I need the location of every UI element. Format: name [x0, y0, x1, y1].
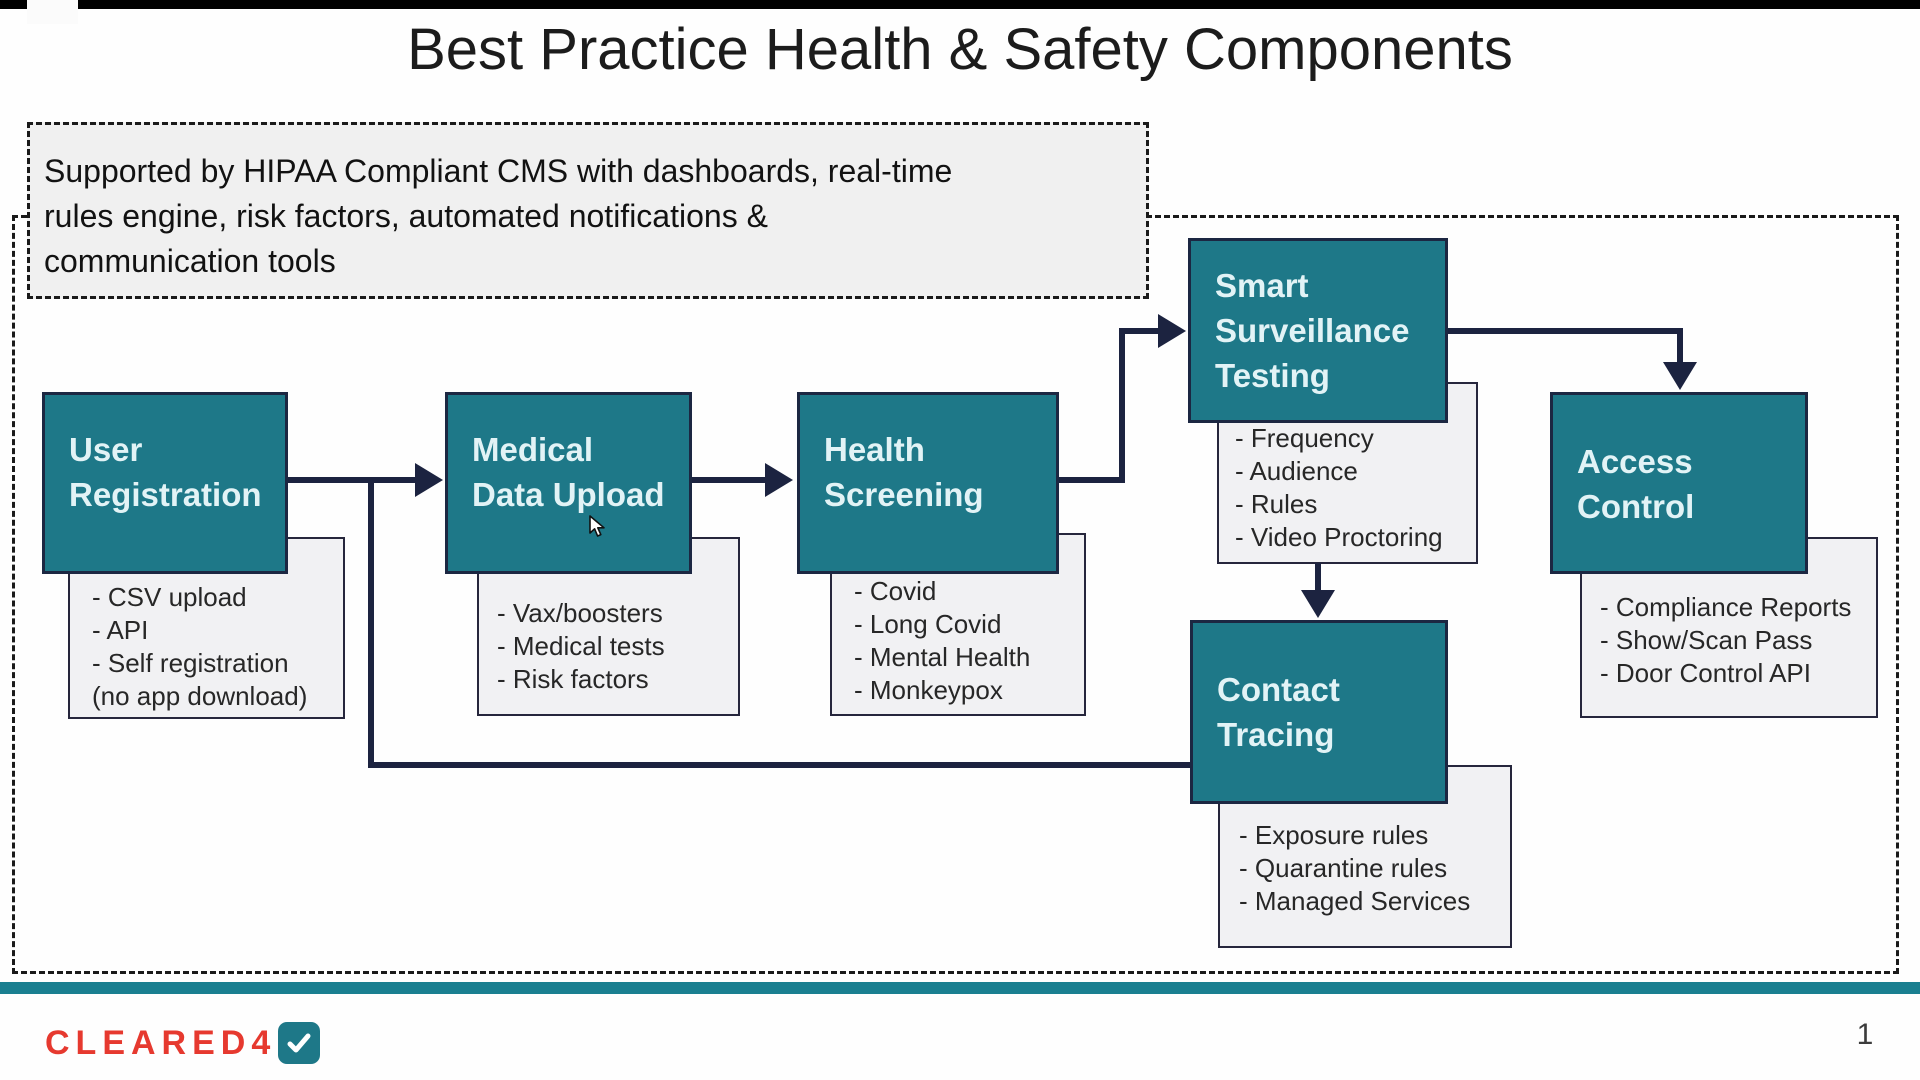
detail-item: - Door Control API: [1600, 658, 1811, 688]
detail-item: - Vax/boosters: [497, 598, 663, 628]
detail-item: - Medical tests: [497, 631, 665, 661]
access-control-node: Access Control: [1550, 392, 1808, 574]
detail-item: - API: [92, 615, 149, 645]
detail-item: - Rules: [1235, 489, 1318, 519]
detail-item: - Audience: [1235, 456, 1358, 486]
node-label: Medical Data Upload: [472, 431, 665, 513]
node-label: Access Control: [1577, 443, 1695, 525]
top-black-bar: [0, 0, 1920, 9]
detail-item: - Monkeypox: [854, 675, 1003, 705]
detail-item: - Quarantine rules: [1239, 853, 1448, 883]
detail-item: - Covid: [854, 576, 937, 606]
node-label: Contact Tracing: [1217, 671, 1340, 753]
health-screening-node: Health Screening: [797, 392, 1059, 574]
smart-surveillance-testing-node: Smart Surveillance Testing: [1188, 238, 1448, 423]
detail-item: - Managed Services: [1239, 886, 1471, 916]
detail-item: - Video Proctoring: [1235, 522, 1443, 552]
page-number: 1: [1856, 1018, 1874, 1051]
footer-teal-divider: [0, 982, 1920, 994]
detail-item: - Exposure rules: [1239, 820, 1429, 850]
detail-item: - Frequency: [1235, 423, 1374, 453]
note-line: communication tools: [44, 243, 336, 279]
detail-item: (no app download): [92, 681, 308, 711]
user-registration-node: User Registration: [42, 392, 288, 574]
detail-item: - Risk factors: [497, 664, 649, 694]
detail-item: - Long Covid: [854, 609, 1002, 639]
note-line: Supported by HIPAA Compliant CMS with da…: [44, 153, 953, 189]
detail-item: - Compliance Reports: [1600, 592, 1852, 622]
detail-item: - Show/Scan Pass: [1600, 625, 1813, 655]
top-bar-notch: [27, 0, 78, 24]
cms-support-note-lines: Supported by HIPAA Compliant CMS with da…: [44, 149, 1146, 284]
check-icon: [278, 1022, 321, 1064]
cms-support-note: Supported by HIPAA Compliant CMS with da…: [27, 122, 1149, 299]
contact-tracing-node: Contact Tracing: [1190, 620, 1448, 804]
node-label: Smart Surveillance Testing: [1215, 267, 1410, 394]
slide-title: Best Practice Health & Safety Components: [407, 17, 1513, 82]
note-line: rules engine, risk factors, automated no…: [44, 198, 768, 234]
cleared4-logo-text: CLEARED4: [45, 1023, 277, 1062]
detail-item: - Self registration: [92, 648, 289, 678]
detail-item: - CSV upload: [92, 582, 247, 612]
cleared4-logo: CLEARED4: [45, 1022, 321, 1064]
medical-data-upload-node: Medical Data Upload: [445, 392, 692, 574]
detail-item: - Mental Health: [854, 642, 1031, 672]
mouse-cursor-icon: [589, 515, 605, 537]
node-label: Health Screening: [824, 431, 984, 513]
node-label: User Registration: [69, 431, 262, 513]
